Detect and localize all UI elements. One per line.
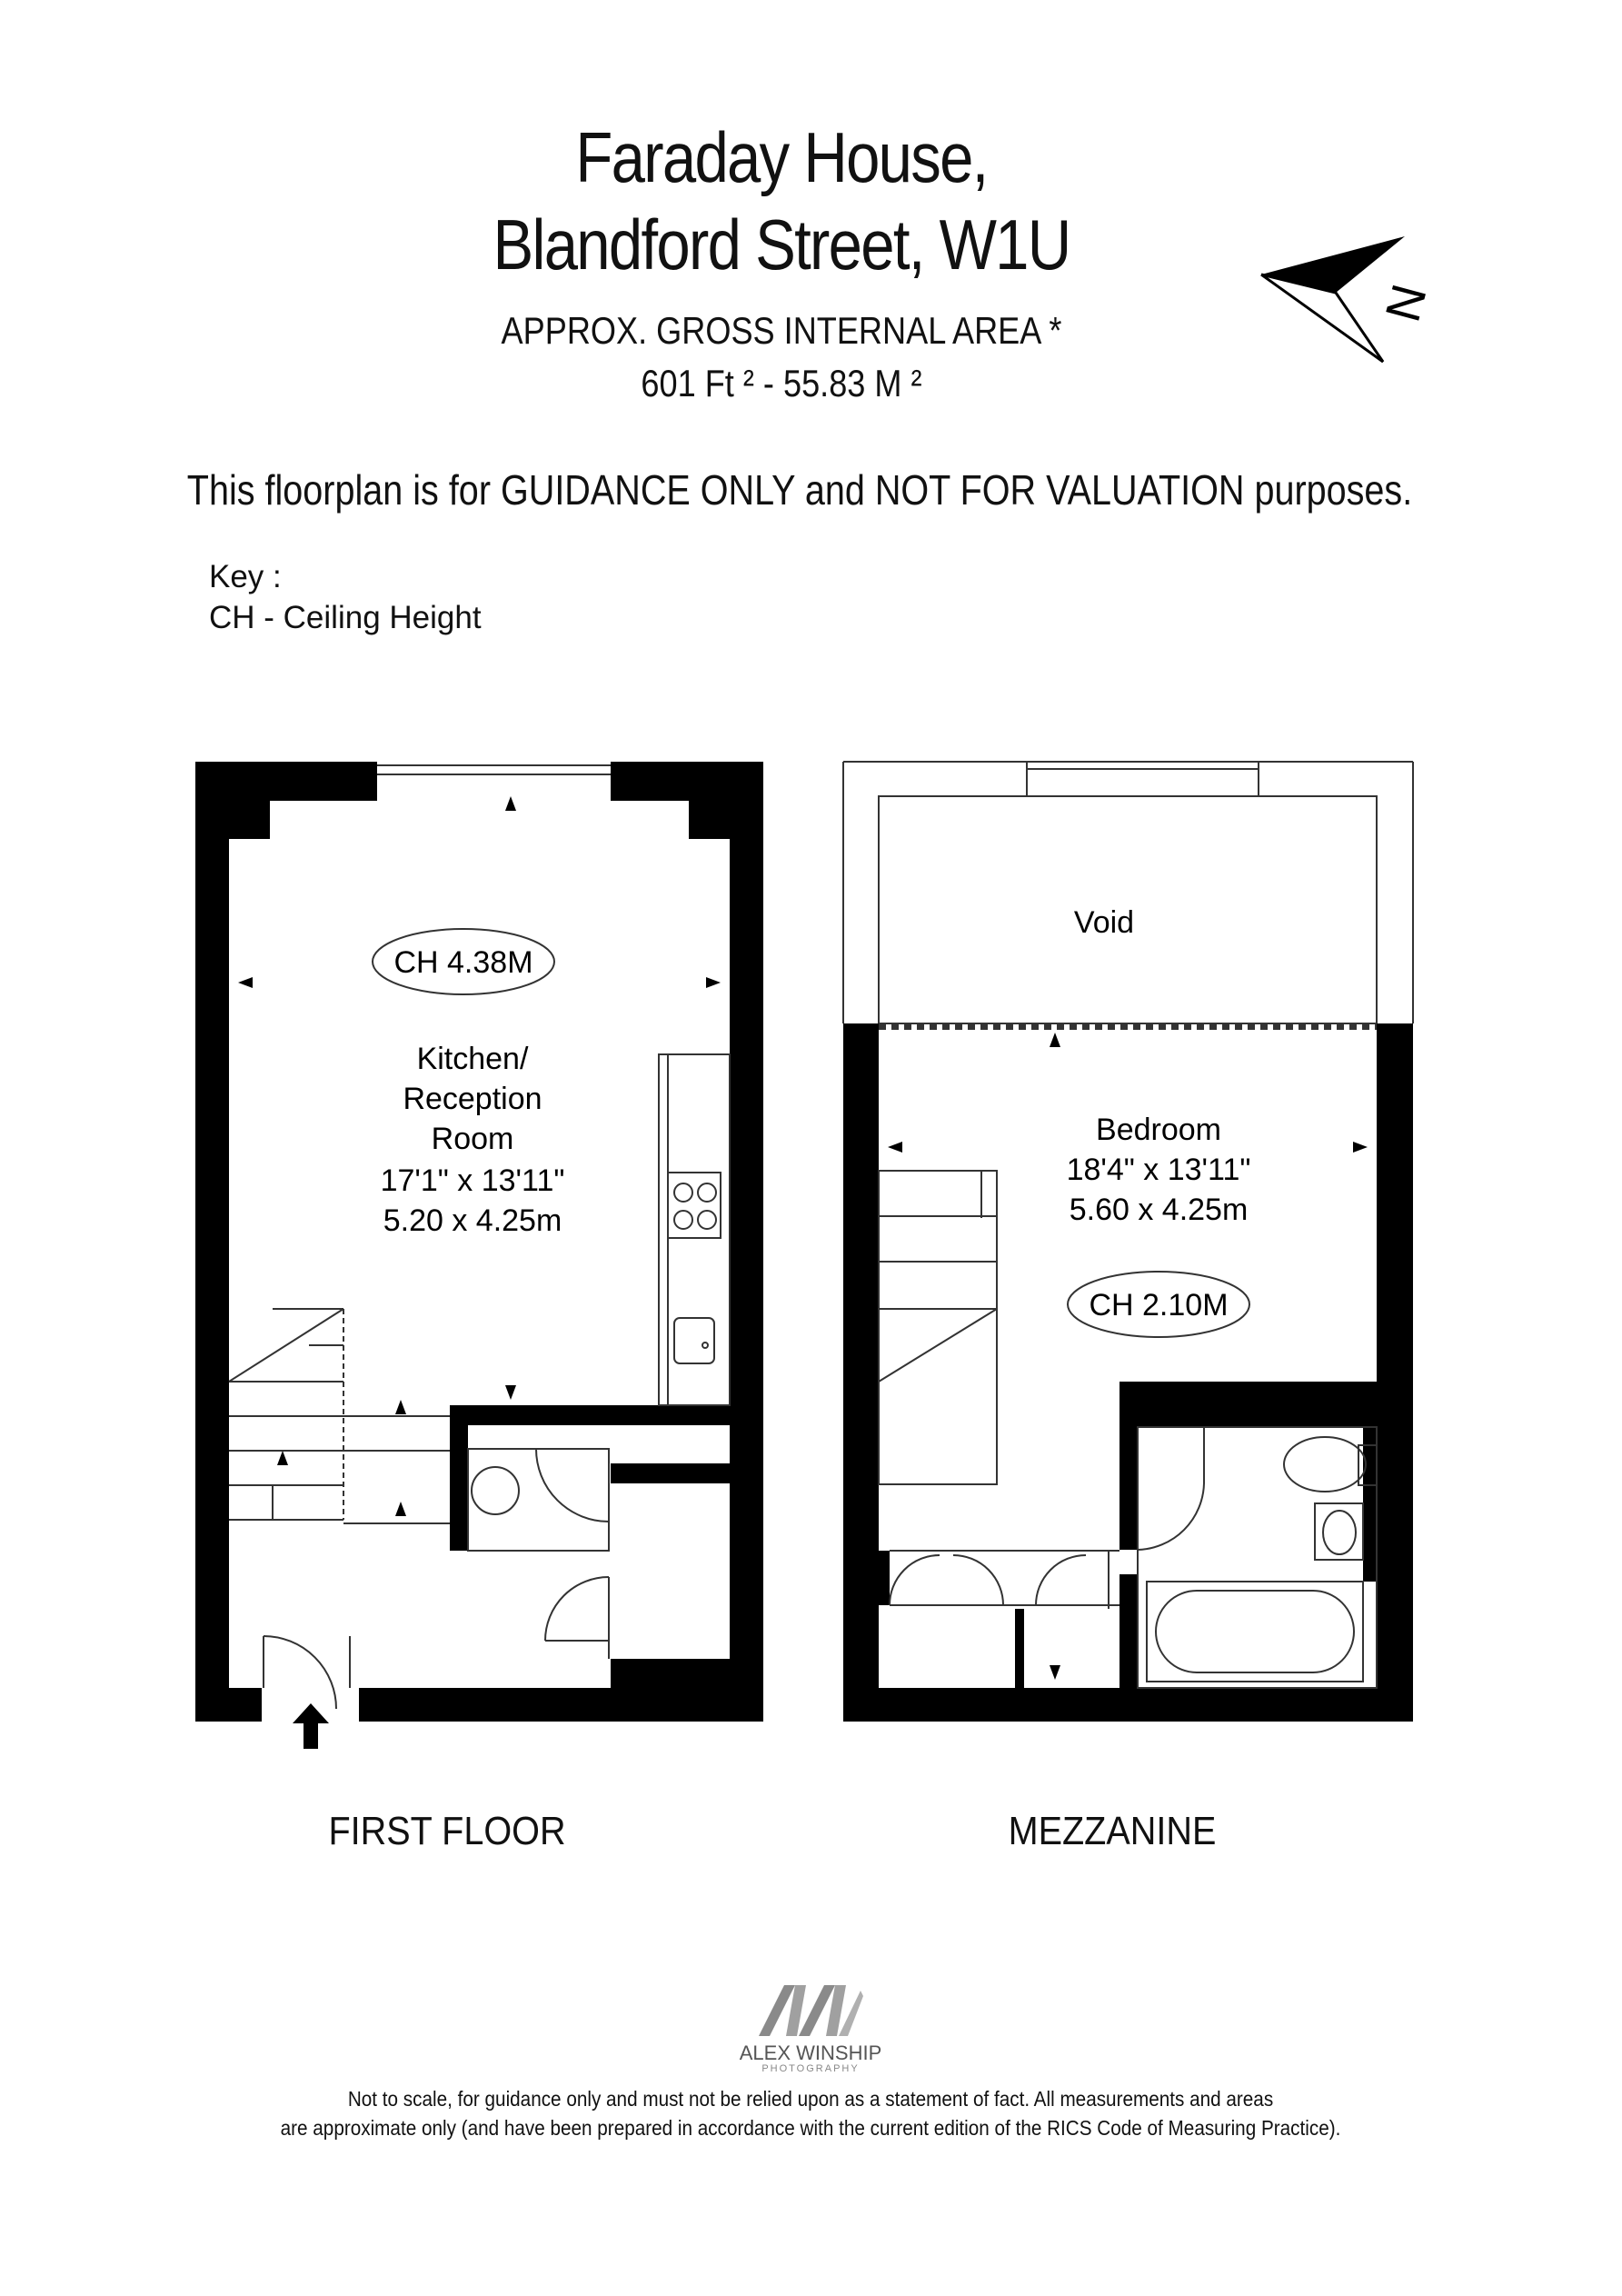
first-floor-ceiling-badge bbox=[372, 928, 555, 995]
key-label: Key : bbox=[209, 559, 282, 594]
first-floor-label: FIRST FLOOR bbox=[328, 1809, 566, 1853]
bedroom-name: Bedroom bbox=[1096, 1113, 1221, 1147]
kitchen-reception-label: Kitchen/ Reception Room 17'1" x 13'11" 5… bbox=[381, 1042, 565, 1238]
bathroom bbox=[1137, 1426, 1378, 1689]
room-size-imperial: 17'1" x 13'11" bbox=[381, 1163, 565, 1198]
disclaimer-line-1: Not to scale, for guidance only and must… bbox=[347, 2087, 1274, 2111]
first-floor-doors bbox=[263, 1576, 610, 1710]
disclaimer-line-2: are approximate only (and have been prep… bbox=[280, 2116, 1341, 2140]
alex-winship-logo-icon bbox=[759, 1985, 863, 2036]
toilet-icon bbox=[1283, 1436, 1378, 1492]
kitchen-units bbox=[658, 1053, 731, 1406]
room-name-line-3: Room bbox=[432, 1122, 514, 1156]
compass-icon: N bbox=[1260, 236, 1438, 364]
bedroom-size-metric: 5.60 x 4.25m bbox=[1070, 1193, 1249, 1227]
entrance-arrow-icon bbox=[293, 1703, 329, 1749]
room-size-metric: 5.20 x 4.25m bbox=[383, 1203, 562, 1238]
sink-icon bbox=[673, 1317, 715, 1364]
title-line-1: Faraday House, bbox=[575, 117, 989, 197]
void-label: Void bbox=[1074, 905, 1134, 940]
mezzanine-void-outline bbox=[842, 761, 1414, 1024]
first-floor-stairs bbox=[228, 1308, 450, 1524]
mezzanine-arrows bbox=[888, 1033, 1368, 1680]
wardrobe-doors bbox=[889, 1550, 1119, 1609]
logo-name: ALEX WINSHIP bbox=[739, 2041, 882, 2064]
title-line-2: Blandford Street, W1U bbox=[493, 205, 1072, 285]
first-floor-window bbox=[377, 764, 611, 775]
guidance-notice: This floorplan is for GUIDANCE ONLY and … bbox=[186, 466, 1413, 514]
bedroom-label: Bedroom 18'4" x 13'11" 5.60 x 4.25m bbox=[1067, 1113, 1251, 1227]
first-floor-ceiling-height: CH 4.38M bbox=[393, 945, 532, 980]
mezzanine-stairs bbox=[878, 1170, 998, 1485]
mezzanine-ceiling-height: CH 2.10M bbox=[1089, 1288, 1228, 1323]
mezzanine-ceiling-badge bbox=[1067, 1271, 1250, 1338]
area-value: 601 Ft ² - 55.83 M ² bbox=[641, 362, 922, 404]
room-name-line-1: Kitchen/ bbox=[417, 1042, 529, 1076]
logo-subtitle: PHOTOGRAPHY bbox=[761, 2063, 860, 2074]
mezzanine-label: MEZZANINE bbox=[1008, 1809, 1217, 1853]
first-floor-walls bbox=[195, 762, 763, 1722]
mezzanine-walls bbox=[843, 1023, 1413, 1722]
hob-icon bbox=[673, 1183, 717, 1230]
room-name-line-2: Reception bbox=[403, 1082, 542, 1116]
area-label: APPROX. GROSS INTERNAL AREA * bbox=[501, 309, 1062, 352]
wc-room bbox=[467, 1448, 610, 1552]
basin-icon bbox=[1314, 1502, 1364, 1561]
bedroom-size-imperial: 18'4" x 13'11" bbox=[1067, 1153, 1251, 1187]
key-item: CH - Ceiling Height bbox=[209, 600, 482, 635]
first-floor-arrows bbox=[238, 796, 721, 1516]
